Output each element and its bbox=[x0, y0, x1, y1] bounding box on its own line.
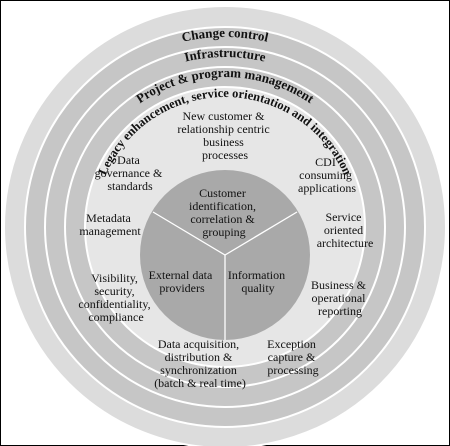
label-visibility: Visibility, security, confidentiality, c… bbox=[78, 271, 153, 324]
label-metadata: Metadata management bbox=[79, 211, 141, 238]
core-label-customer-identification: Customer identification, correlation & g… bbox=[189, 186, 259, 239]
ring-label-change-control: Change control bbox=[180, 25, 270, 45]
label-business-reporting: Business & operational reporting bbox=[311, 278, 369, 318]
label-service-oriented: Service oriented architecture bbox=[317, 210, 374, 250]
core-label-information-quality: Information quality bbox=[228, 268, 288, 295]
core-label-external-data: External data providers bbox=[149, 268, 216, 295]
label-cdi: CDI consuming applications bbox=[298, 155, 356, 195]
label-new-customer: New customer & relationship centric busi… bbox=[177, 109, 272, 162]
label-exception: Exception capture & processing bbox=[267, 337, 319, 377]
label-data-governance: Data governance & standards bbox=[95, 153, 166, 193]
core-divider-right bbox=[224, 211, 298, 256]
ring-label-infrastructure: Infrastructure bbox=[183, 45, 268, 65]
label-data-acquisition: Data acquisition, distribution & synchro… bbox=[154, 337, 246, 390]
core-divider-left bbox=[152, 211, 226, 256]
